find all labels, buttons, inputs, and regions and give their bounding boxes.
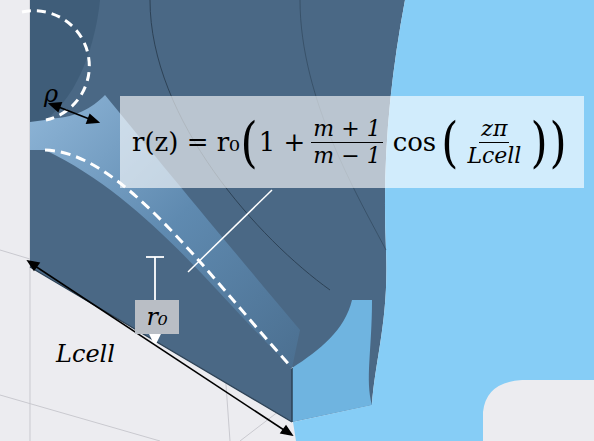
lcell-dimension (28, 261, 292, 435)
radius-label: ρ (44, 80, 58, 108)
vane-side-face (30, 0, 405, 422)
bracket: ( (241, 115, 258, 170)
fillet-surface (292, 300, 372, 422)
bracket: ( (441, 115, 458, 170)
fraction: zπLcell (465, 116, 523, 168)
denominator: Lcell (465, 143, 523, 168)
dimension-tag: r₀ (135, 300, 179, 334)
fraction: m + 1m − 1 (311, 116, 382, 168)
formula-text: 1 + (259, 127, 306, 157)
denominator: m − 1 (311, 143, 382, 168)
bracket: ) (530, 115, 547, 170)
bracket: ) (550, 115, 567, 170)
radius-circle (22, 11, 89, 120)
numerator: m + 1 (311, 116, 382, 142)
dimension-label: r₀ (146, 303, 167, 331)
leader-line (188, 190, 272, 272)
formula-text: cos (393, 127, 437, 157)
formula-box: r(z) = r₀(1 +m + 1m − 1cos(zπLcell)) (120, 96, 584, 188)
formula-text: r(z) = r₀ (132, 127, 240, 157)
length-label: Lcell (56, 340, 115, 368)
end-face (293, 0, 594, 441)
numerator: zπ (479, 116, 509, 142)
